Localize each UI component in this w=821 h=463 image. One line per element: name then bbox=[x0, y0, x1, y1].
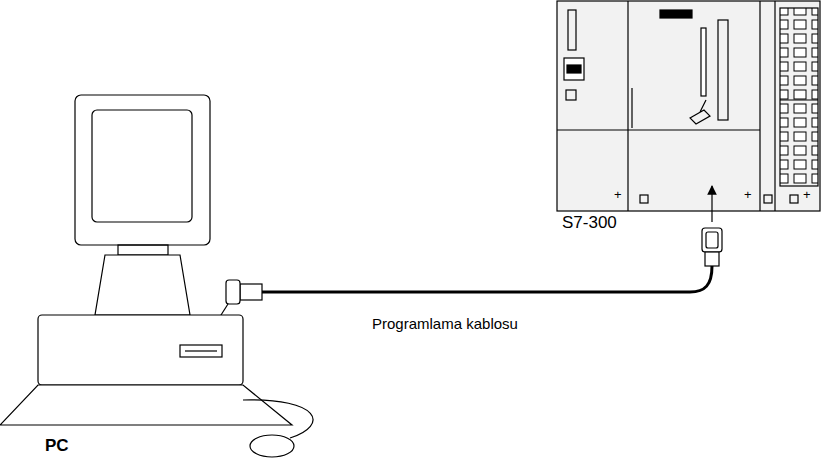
terminal-sign: + bbox=[803, 188, 811, 202]
device-name: S7-300 bbox=[562, 214, 617, 233]
terminal-sign: + bbox=[744, 188, 752, 202]
cable-label: Programlama kablosu bbox=[372, 316, 518, 333]
terminal-sign: + bbox=[614, 188, 622, 202]
device-name: PC bbox=[45, 437, 69, 456]
